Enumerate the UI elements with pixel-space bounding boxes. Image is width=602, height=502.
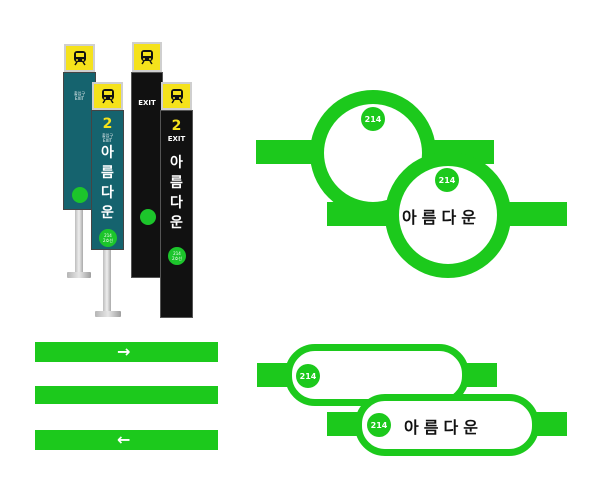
train-icon	[73, 51, 86, 66]
station-name: 아름다운	[402, 208, 481, 227]
pole-base	[67, 272, 91, 278]
line-number: 2	[102, 116, 113, 132]
line-dot	[140, 209, 156, 225]
metro-logo-head	[132, 42, 162, 72]
station-code-badge: 214	[367, 413, 391, 437]
station-name-vertical: 아 름 다 운	[101, 145, 114, 221]
train-icon	[101, 89, 114, 104]
black-pole-sign: EXIT	[131, 72, 163, 278]
metro-logo-head	[64, 44, 95, 72]
metro-logo-head	[92, 82, 123, 110]
direction-bar-left: ←	[35, 430, 218, 450]
station-code-badge: 214	[361, 107, 385, 131]
train-icon	[141, 50, 153, 65]
metro-logo-head	[161, 82, 192, 110]
pole-mast	[103, 248, 111, 312]
pole-mast	[75, 206, 83, 274]
line-dot	[72, 187, 88, 203]
arrow-left-icon: ←	[117, 430, 131, 449]
direction-bar-right: →	[35, 342, 218, 362]
train-icon	[170, 89, 183, 104]
station-code-badge: 214	[296, 364, 320, 388]
pole-base	[95, 311, 121, 317]
line-number: 2	[171, 118, 182, 134]
arrow-right-icon: →	[117, 342, 131, 361]
exit-label: EXIT	[138, 99, 156, 107]
direction-bar-plain	[35, 386, 218, 404]
station-name: 아름다운	[404, 418, 483, 437]
station-name-vertical: 아 름 다 운	[170, 155, 183, 231]
station-code-badge: 214	[435, 168, 459, 192]
exit-label: EXIT	[167, 135, 186, 143]
